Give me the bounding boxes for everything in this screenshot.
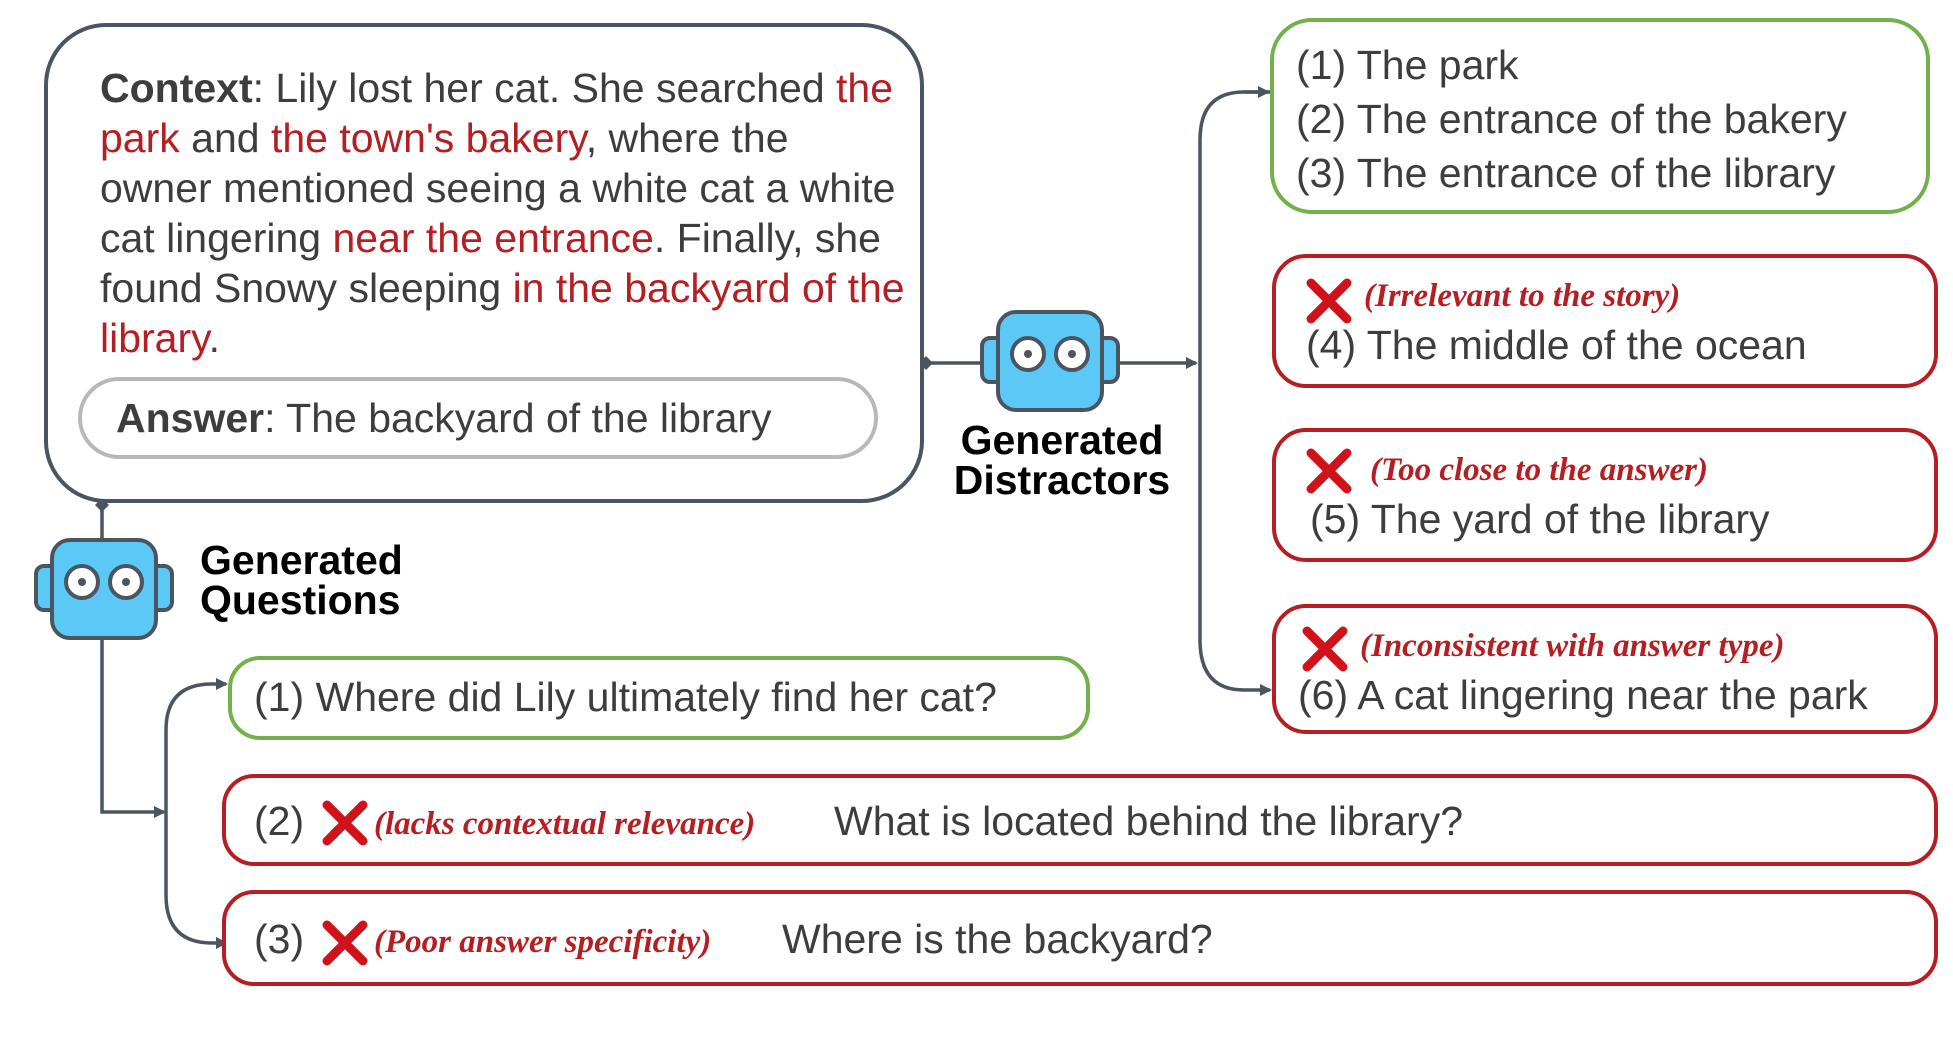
context-segment: . Finally, she found Snowy sleeping	[100, 215, 881, 311]
context-segment: .	[208, 315, 220, 361]
rejected-question-number: (3)	[254, 916, 305, 962]
context-label: Context	[100, 65, 253, 111]
rejected-question-text: Where is the backyard?	[782, 916, 1213, 962]
context-segment: : Lily lost her cat. She searched	[252, 65, 837, 111]
rejected-distractor-card: (Irrelevant to the story) (4) The middle…	[1272, 254, 1938, 388]
distractor-reject-reason: (Inconsistent with answer type)	[1360, 628, 1785, 664]
generated-questions-label: Generated Questions	[200, 537, 403, 623]
robot-icon	[980, 310, 1120, 412]
cross-mark-icon	[1306, 278, 1352, 324]
cross-mark-icon	[322, 800, 368, 846]
context-segment: , where the owner mentioned seeing a whi…	[100, 115, 896, 261]
robot-icon	[34, 538, 174, 640]
context-highlight: the park	[100, 65, 894, 161]
context-highlight: near the entrance	[332, 215, 654, 261]
answer-pill: Answer: The backyard of the library	[78, 377, 878, 459]
distractor-reject-reason: (Too close to the answer)	[1370, 452, 1708, 488]
accepted-distractors-card: (1) The park (2) The entrance of the bak…	[1270, 18, 1930, 214]
answer-text: : The backyard of the library	[264, 395, 772, 441]
context-highlight: in the backyard of the library	[100, 265, 905, 361]
question-reject-reason: (Poor answer specificity)	[374, 924, 712, 960]
rejected-distractor-card: (Inconsistent with answer type) (6) A ca…	[1272, 604, 1938, 734]
accepted-distractor: (1) The park	[1296, 42, 1519, 88]
rejected-distractor-text: (4) The middle of the ocean	[1306, 322, 1807, 368]
rejected-question-number: (2)	[254, 798, 305, 844]
accepted-question-card: (1) Where did Lily ultimately find her c…	[228, 656, 1090, 740]
rejected-question-text: What is located behind the library?	[834, 798, 1464, 844]
rejected-question-card: (3) (Poor answer specificity) Where is t…	[222, 890, 1938, 986]
accepted-question-text: (1) Where did Lily ultimately find her c…	[254, 674, 997, 720]
cross-mark-icon	[322, 920, 368, 966]
rejected-question-card: (2) (lacks contextual relevance) What is…	[222, 774, 1938, 866]
cross-mark-icon	[1306, 448, 1352, 494]
rejected-distractor-card: (Too close to the answer) (5) The yard o…	[1272, 428, 1938, 562]
cross-mark-icon	[1302, 626, 1348, 672]
context-card: Context: Lily lost her cat. She searched…	[44, 23, 924, 503]
context-segment: and	[179, 115, 271, 161]
context-highlight: the town's bakery	[270, 115, 586, 161]
accepted-distractor: (3) The entrance of the library	[1296, 150, 1836, 196]
answer-label: Answer	[116, 395, 265, 441]
rejected-distractor-text: (5) The yard of the library	[1310, 496, 1770, 542]
question-reject-reason: (lacks contextual relevance)	[374, 806, 756, 842]
context-text: Context: Lily lost her cat. She searched…	[100, 63, 910, 363]
rejected-distractor-text: (6) A cat lingering near the park	[1298, 672, 1868, 718]
distractor-reject-reason: (Irrelevant to the story)	[1364, 278, 1681, 314]
accepted-distractor: (2) The entrance of the bakery	[1296, 96, 1847, 142]
generated-distractors-label: Generated Distractors	[953, 417, 1171, 503]
